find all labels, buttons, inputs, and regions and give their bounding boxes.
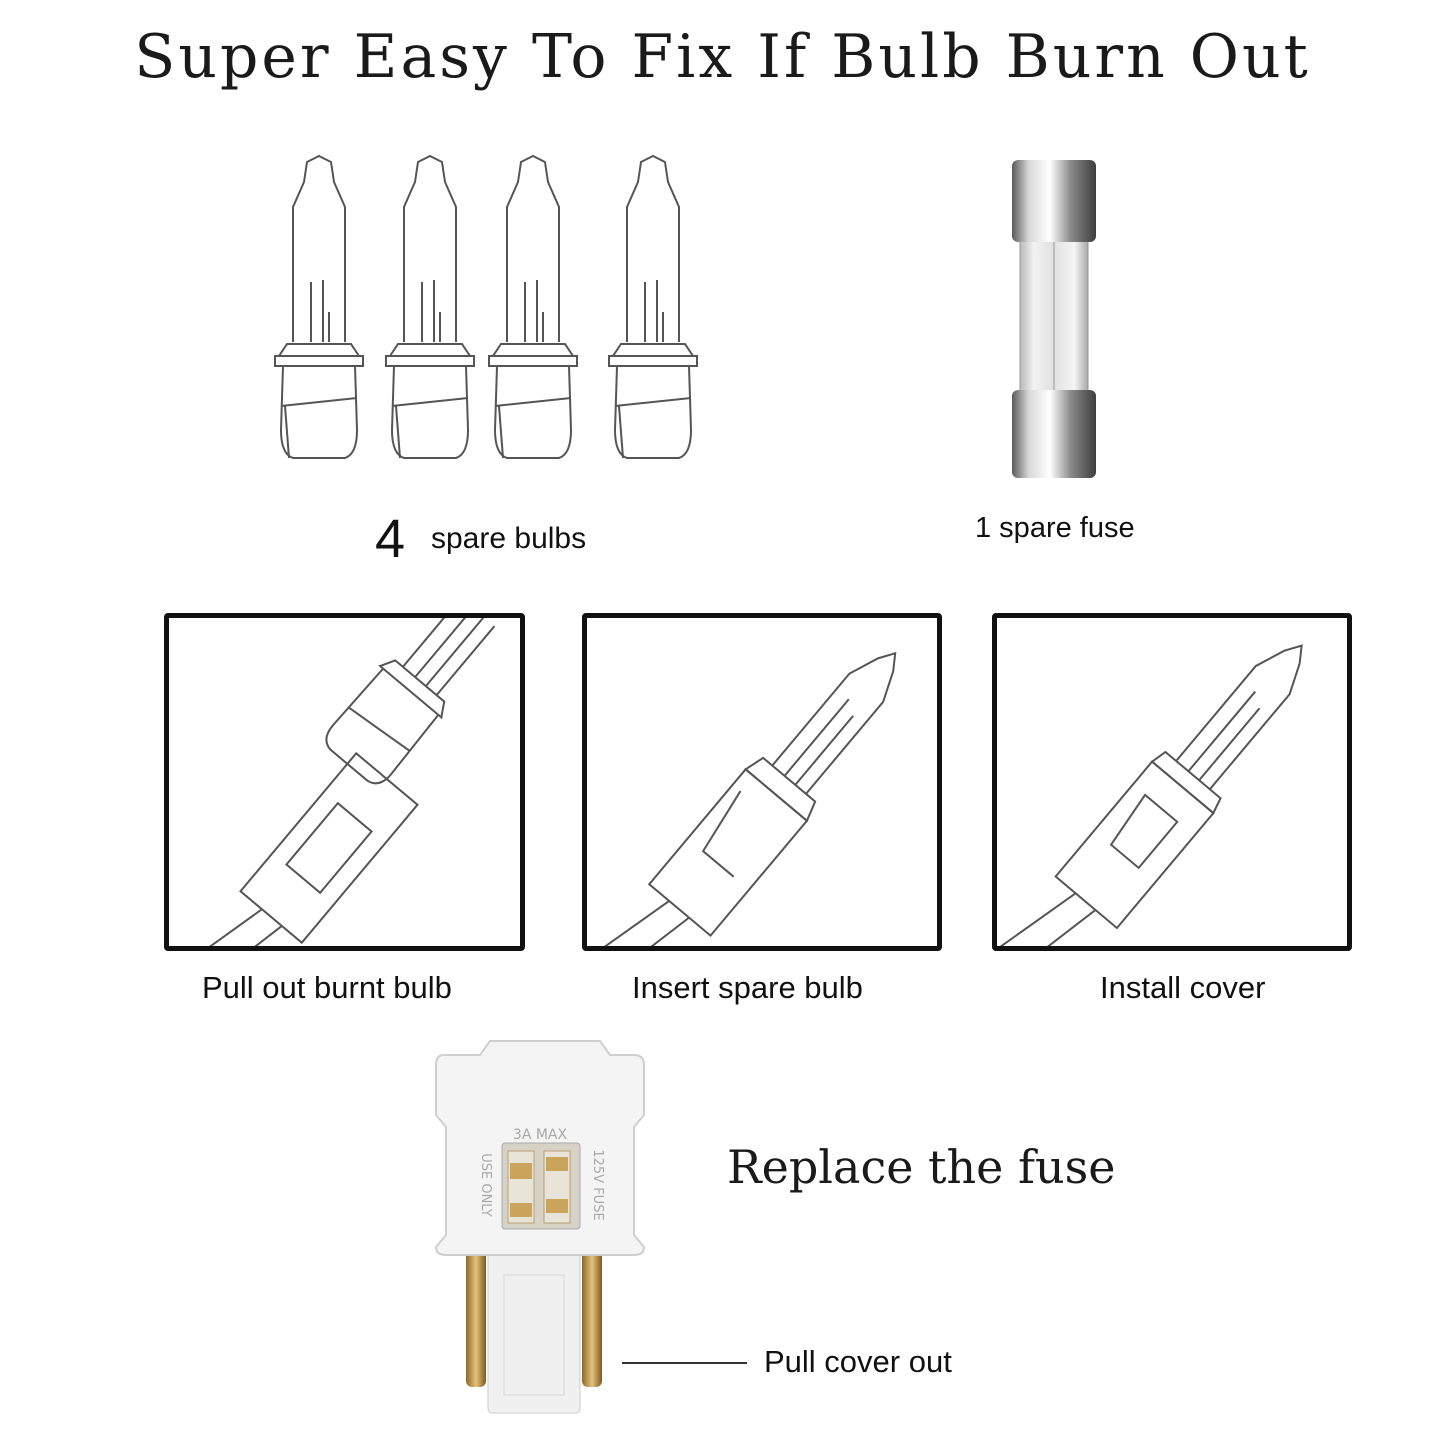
spare-fuse-image: [1012, 160, 1096, 478]
plug-marking-fuse: 125V FUSE: [590, 1149, 605, 1220]
step-caption-3: Install cover: [1100, 970, 1266, 1005]
pull-cover-out-label: Pull cover out: [764, 1344, 952, 1379]
step-install-cover-illustration: [997, 644, 1303, 946]
bulb-3: [488, 155, 578, 459]
step-install-cover-panel: [992, 613, 1352, 951]
plug-marking-rating: 3A MAX: [513, 1127, 568, 1143]
bulb-4: [608, 155, 698, 459]
spare-bulbs-label: spare bulbs: [431, 522, 587, 555]
callout-line: [622, 1362, 747, 1364]
plug-image: 3A MAX USE ONLY 125V FUSE: [434, 1040, 646, 1414]
step-caption-1: Pull out burnt bulb: [202, 970, 452, 1005]
step-pull-out-panel: [164, 613, 525, 951]
spare-bulbs-count: 4: [375, 509, 406, 569]
step-pull-out-illustration: [169, 618, 496, 946]
plug-marking-use-only: USE ONLY: [478, 1153, 493, 1217]
step-insert-illustration: [587, 651, 897, 946]
page-title: Super Easy To Fix If Bulb Burn Out: [134, 22, 1311, 92]
step-caption-2: Insert spare bulb: [632, 970, 863, 1005]
replace-fuse-heading: Replace the fuse: [727, 1140, 1116, 1194]
bulb-2: [385, 155, 475, 459]
step-insert-panel: [582, 613, 942, 951]
bulb-1: [274, 155, 364, 459]
spare-fuse-label: 1 spare fuse: [975, 512, 1135, 544]
